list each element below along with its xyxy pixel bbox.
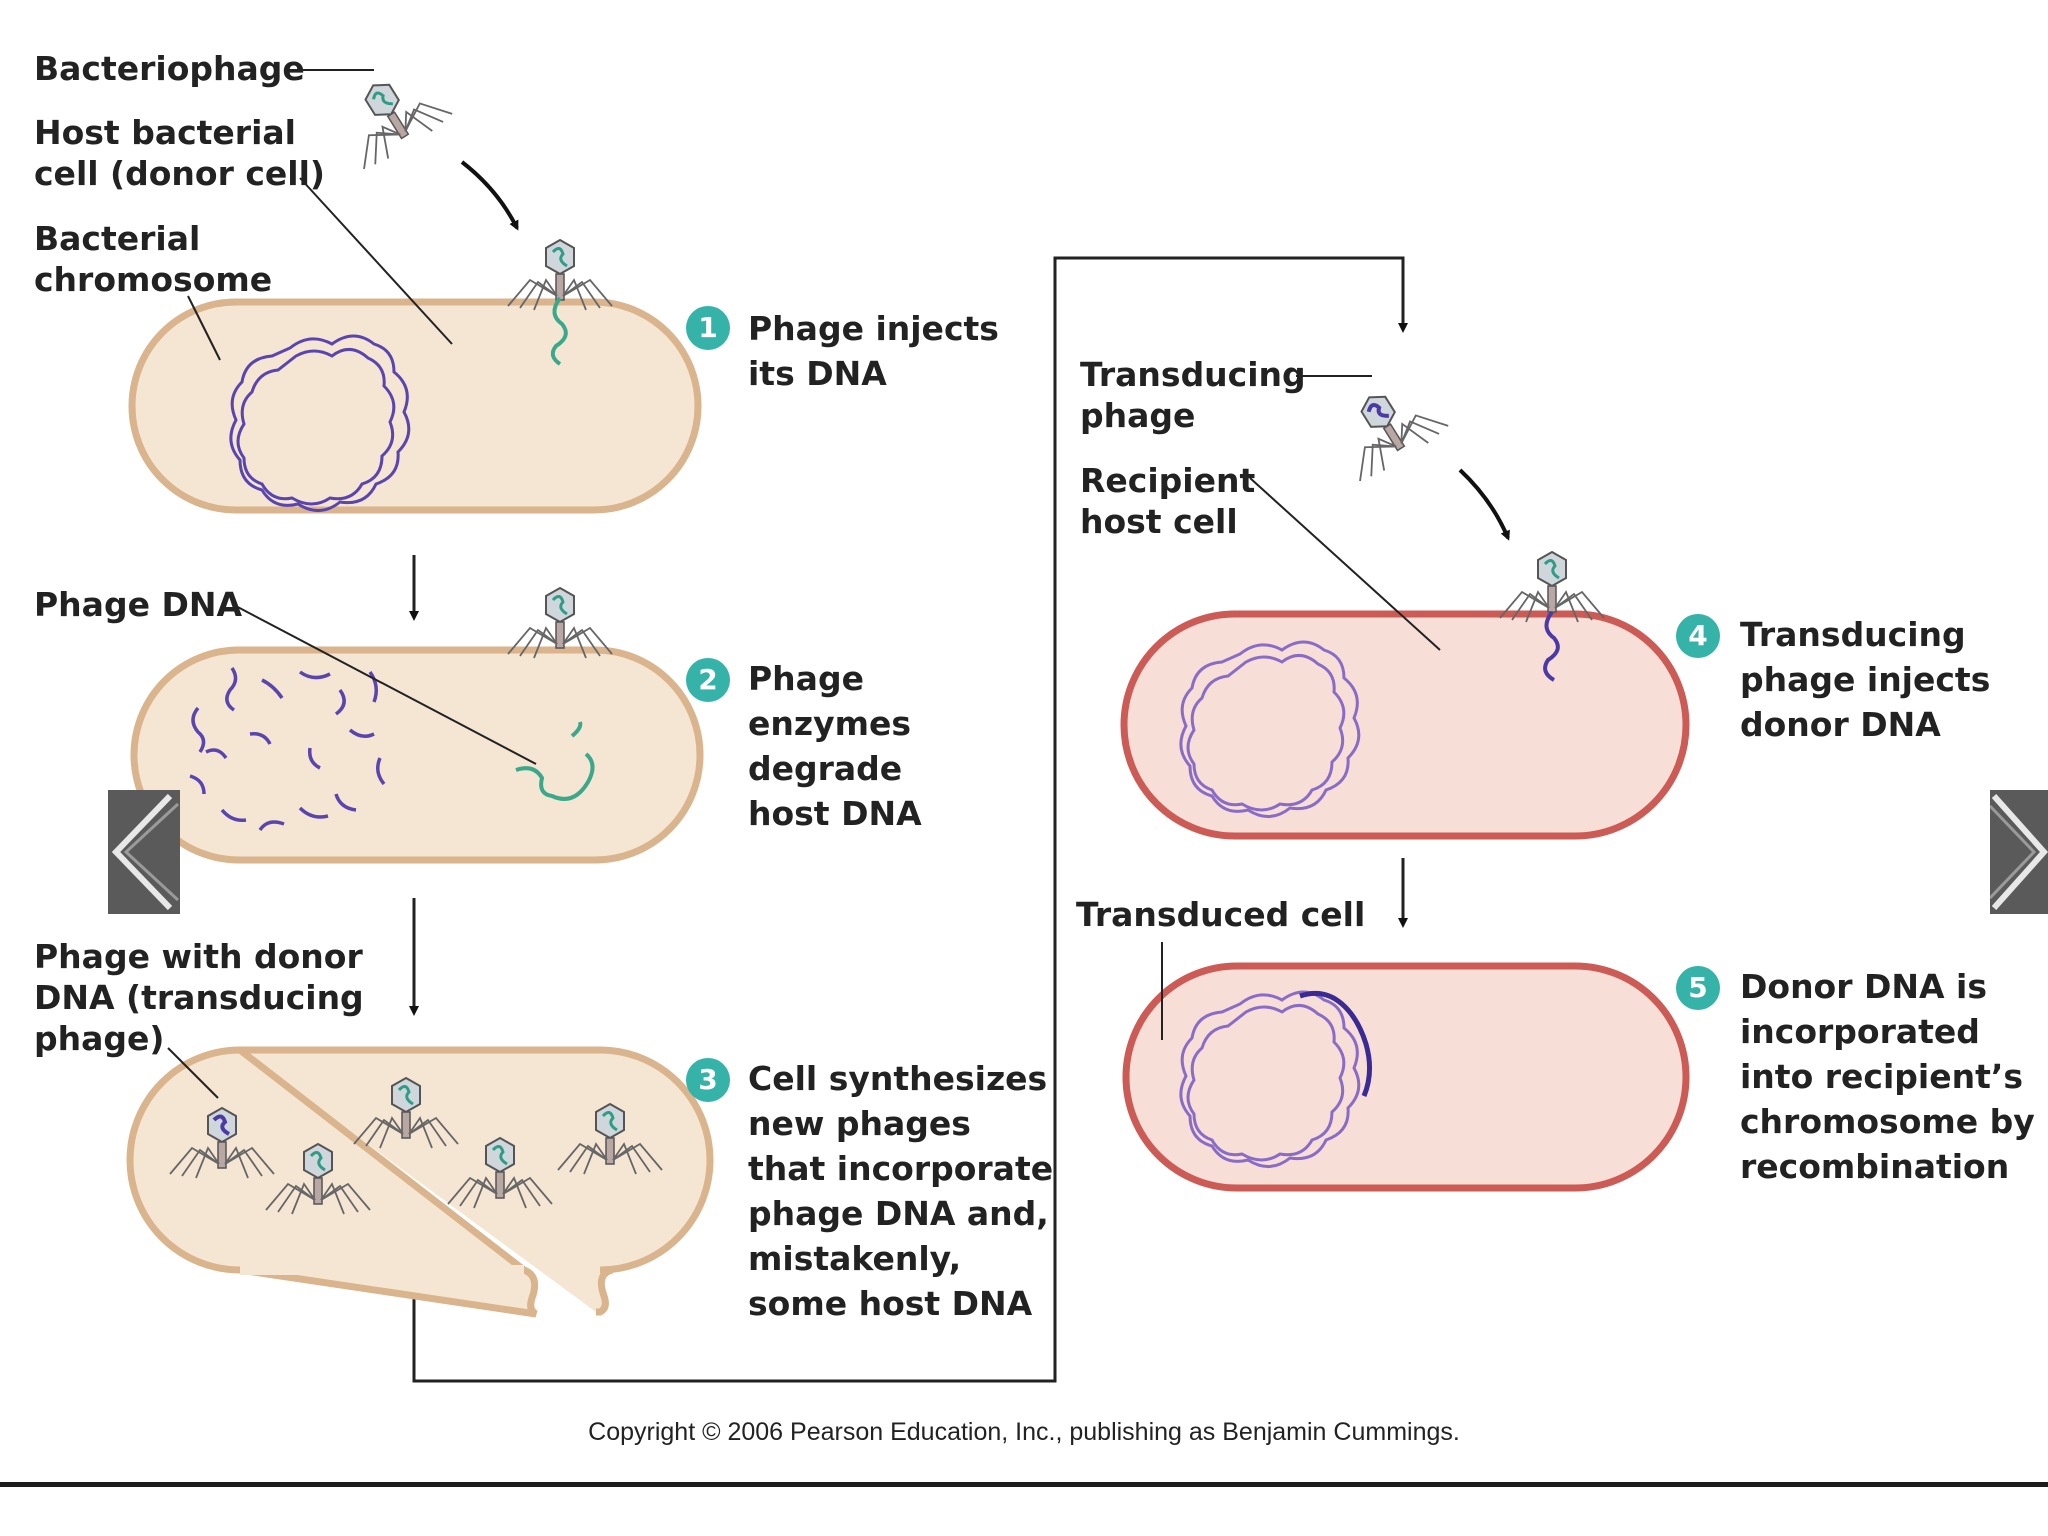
free-transducing-phage	[1323, 367, 1453, 487]
phage-dna-strand	[515, 752, 595, 801]
step-5-badge: 5	[1676, 966, 1720, 1010]
phage-dna-leader	[231, 603, 537, 765]
label-transduced-cell: Transduced cell	[1076, 895, 1366, 934]
label-bacterial-chromosome: Bacterial chromosome	[34, 219, 273, 299]
step-4-text: Transducing phage injects donor DNA	[1740, 615, 1991, 744]
next-slide-button[interactable]	[1990, 790, 2048, 914]
chevron-left-icon	[111, 793, 180, 911]
phage-motion-arrow	[460, 160, 519, 231]
phage-motion-arrow	[1458, 468, 1510, 541]
incorporated-donor-dna	[1299, 990, 1372, 1097]
copyright-notice: Copyright © 2006 Pearson Education, Inc.…	[588, 1418, 1460, 1446]
step-3-badge: 3	[686, 1058, 730, 1102]
step-1-badge: 1	[686, 306, 730, 350]
label-transducing-phage: Transducing phage	[1080, 355, 1306, 435]
recipient-cell-leader	[1249, 477, 1441, 651]
bottom-divider	[0, 1482, 2048, 1487]
free-phage	[327, 56, 456, 174]
label-recipient-host-cell: Recipient host cell	[1080, 461, 1256, 541]
chromosome-leader	[187, 295, 221, 361]
label-phage-with-donor: Phage with donor DNA (transducing phage)	[34, 937, 364, 1058]
bacterial-chromosome	[229, 334, 411, 512]
step-2-badge: 2	[686, 658, 730, 702]
degraded-host-dna	[189, 667, 386, 832]
lysing-cell	[126, 1046, 714, 1318]
step-4-badge: 4	[1676, 614, 1720, 658]
connector-line	[412, 256, 1408, 1383]
host-cell-leader	[299, 177, 453, 345]
recipient-chromosome	[1179, 640, 1361, 818]
label-host-cell: Host bacterial cell (donor cell)	[34, 113, 326, 193]
step-2-text: Phage enzymes degrade host DNA	[748, 659, 922, 833]
prev-slide-button[interactable]	[108, 790, 180, 914]
injected-donor-dna	[1543, 610, 1560, 682]
step-3-text: Cell synthesizes new phages that incorpo…	[748, 1059, 1054, 1323]
recombined-chromosome	[1179, 990, 1361, 1168]
label-phage-dna: Phage DNA	[34, 585, 242, 624]
transduced-cell	[1122, 962, 1690, 1192]
chevron-right-icon	[1990, 794, 2048, 910]
label-bacteriophage: Bacteriophage	[34, 49, 305, 88]
transducing-phage-leader	[167, 1047, 219, 1099]
recipient-cell	[1120, 610, 1690, 840]
step-1-text: Phage injects its DNA	[748, 309, 999, 393]
step-5-text: Donor DNA is incorporated into recipient…	[1740, 967, 2035, 1186]
injected-phage-dna	[550, 296, 568, 366]
donor-cell	[128, 298, 702, 514]
donor-cell-degraded	[130, 646, 704, 864]
